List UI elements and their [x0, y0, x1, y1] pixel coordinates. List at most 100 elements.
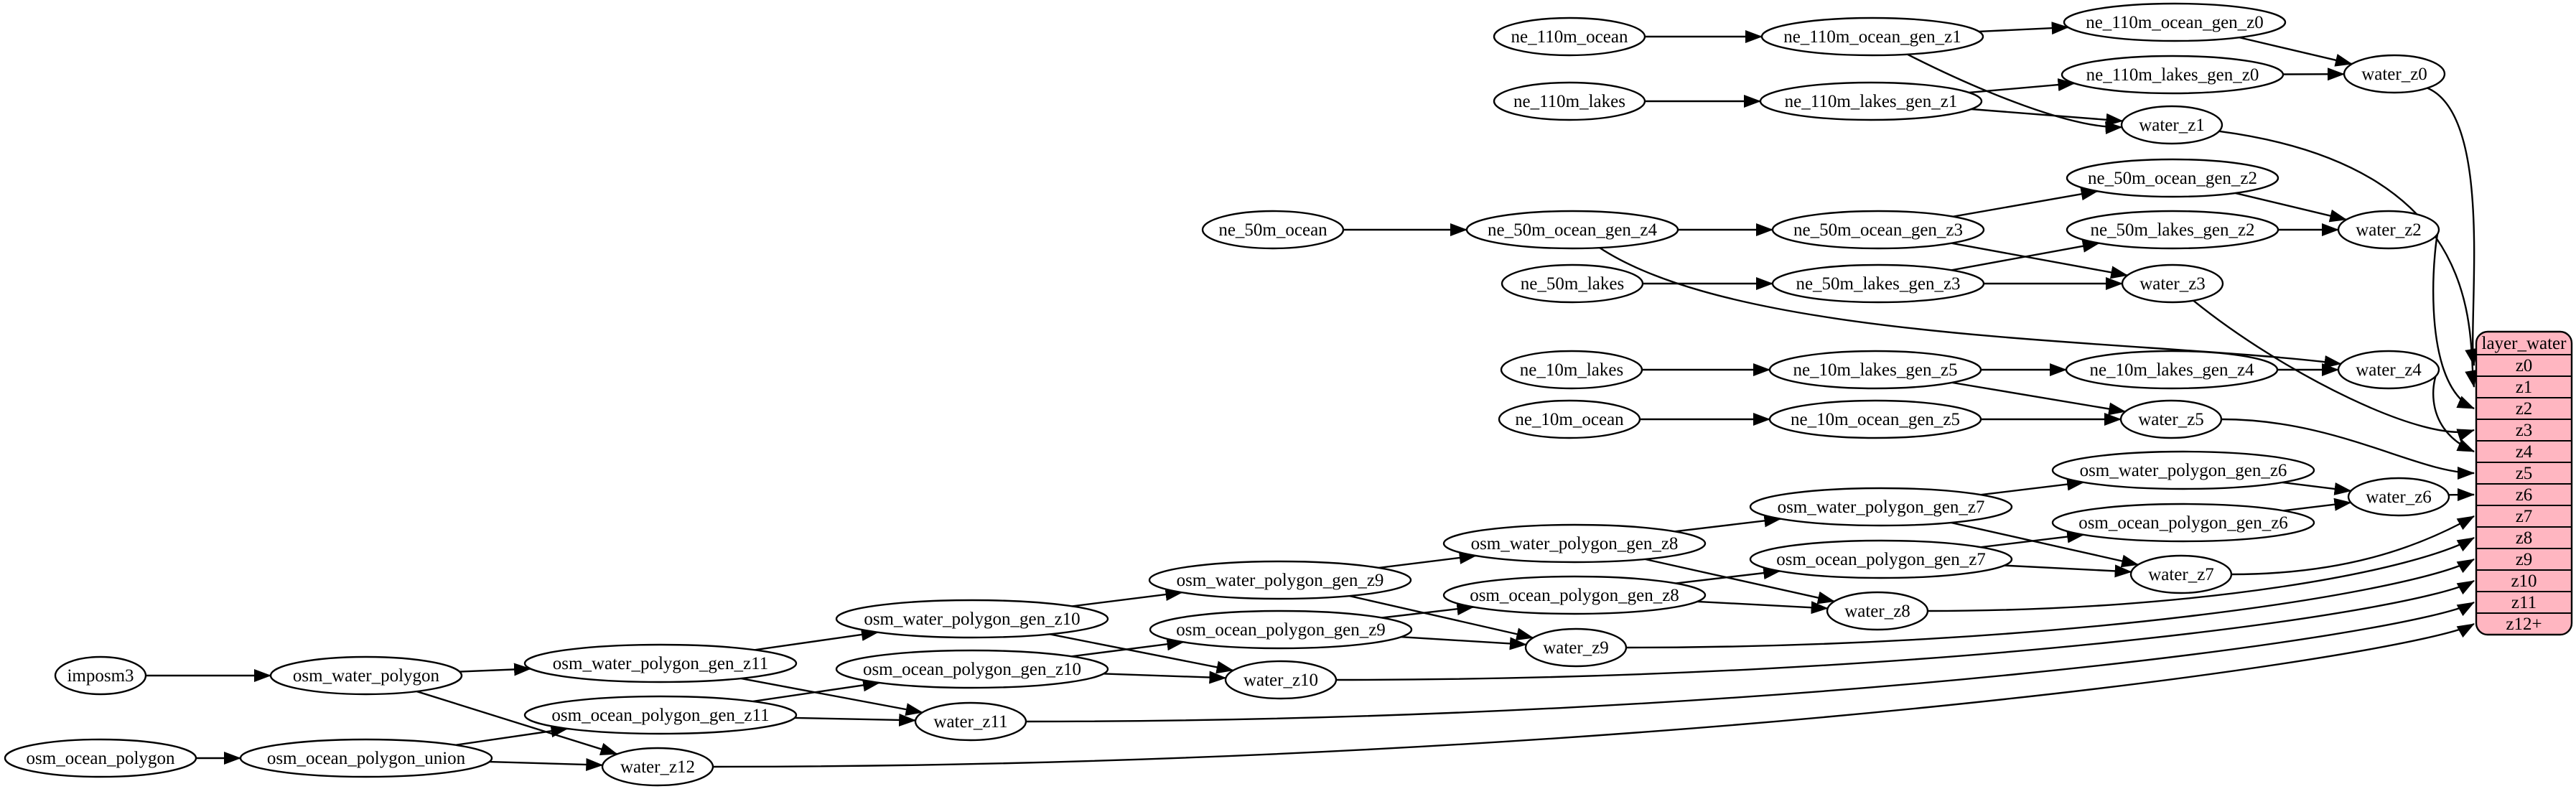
table-row-z0: z0 [2516, 356, 2533, 375]
node-water_z10: water_z10 [1224, 660, 1338, 700]
node-osm_water_polygon_gen_z9: osm_water_polygon_gen_z9 [1148, 560, 1412, 600]
node-label-ne_110m_ocean_gen_z0: ne_110m_ocean_gen_z0 [2086, 13, 2264, 32]
node-ellipse-osm_water_polygon [269, 655, 463, 696]
node-ellipse-water_z11 [914, 701, 1027, 742]
node-ellipse-ne_110m_ocean [1493, 17, 1646, 57]
node-label-ne_50m_lakes: ne_50m_lakes [1521, 274, 1624, 294]
edge-osm_ocean_polygon_gen_z7-to-water_z7 [2004, 564, 2132, 578]
node-label-ne_10m_lakes_gen_z4: ne_10m_lakes_gen_z4 [2089, 360, 2254, 380]
node-ellipse-ne_110m_ocean_gen_z0 [2063, 2, 2287, 42]
node-ellipse-osm_ocean_polygon_gen_z11 [523, 695, 798, 735]
node-osm_ocean_polygon_gen_z7: osm_ocean_polygon_gen_z7 [1749, 539, 2013, 579]
node-ellipse-osm_water_polygon_gen_z11 [523, 643, 798, 683]
node-label-osm_ocean_polygon_gen_z7: osm_ocean_polygon_gen_z7 [1776, 550, 1986, 569]
node-ellipse-ne_10m_lakes_gen_z4 [2065, 350, 2279, 390]
node-water_z12: water_z12 [601, 747, 714, 787]
node-ne_50m_lakes: ne_50m_lakes [1501, 263, 1644, 304]
edge-osm_ocean_polygon_gen_z6-to-water_z6 [2283, 498, 2352, 512]
node-ne_50m_ocean_gen_z2: ne_50m_ocean_gen_z2 [2066, 158, 2279, 198]
node-ellipse-water_z7 [2129, 554, 2233, 594]
node-water_z2: water_z2 [2337, 210, 2440, 250]
node-ne_50m_ocean_gen_z3: ne_50m_ocean_gen_z3 [1771, 210, 1985, 250]
node-ellipse-water_z0 [2343, 54, 2446, 94]
node-ellipse-water_z4 [2337, 350, 2440, 390]
edge-osm_water_polygon_gen_z8-to-osm_water_polygon_gen_z7 [1674, 514, 1782, 533]
edge-ne_10m_lakes_gen_z5-to-water_z5 [1951, 381, 2127, 416]
node-label-water_z7: water_z7 [2148, 565, 2214, 584]
node-ne_50m_ocean: ne_50m_ocean [1201, 210, 1345, 250]
node-water_z6: water_z6 [2347, 477, 2450, 517]
node-label-ne_110m_lakes_gen_z0: ne_110m_lakes_gen_z0 [2086, 65, 2259, 85]
edge-water_z11-to-z11 [1025, 601, 2475, 723]
node-label-osm_ocean_polygon: osm_ocean_polygon [27, 749, 175, 768]
node-label-water_z10: water_z10 [1243, 671, 1318, 690]
node-water_z0: water_z0 [2343, 54, 2446, 94]
edge-osm_water_polygon_gen_z10-to-water_z10 [1049, 633, 1234, 674]
node-water_z8: water_z8 [1826, 591, 1929, 631]
node-label-ne_10m_ocean: ne_10m_ocean [1515, 410, 1624, 429]
node-ellipse-water_z6 [2347, 477, 2450, 517]
node-ellipse-ne_110m_lakes [1493, 81, 1646, 121]
edge-water_z3-to-z3 [2193, 299, 2475, 442]
table-row-z6: z6 [2516, 485, 2533, 505]
node-label-ne_10m_lakes: ne_10m_lakes [1520, 360, 1623, 380]
node-ne_50m_lakes_gen_z2: ne_50m_lakes_gen_z2 [2066, 210, 2279, 250]
node-ellipse-ne_110m_lakes_gen_z0 [2061, 55, 2285, 95]
node-label-osm_ocean_polygon_gen_z9: osm_ocean_polygon_gen_z9 [1176, 620, 1386, 640]
node-osm_ocean_polygon_gen_z10: osm_ocean_polygon_gen_z10 [835, 649, 1109, 689]
edge-osm_ocean_polygon_gen_z8-to-water_z8 [1697, 600, 1829, 615]
node-label-osm_water_polygon: osm_water_polygon [293, 666, 440, 686]
node-ellipse-osm_water_polygon_gen_z6 [2051, 450, 2315, 490]
node-ellipse-ne_10m_ocean_gen_z5 [1768, 399, 1982, 439]
node-ellipse-ne_50m_lakes_gen_z3 [1771, 263, 1985, 304]
edge-osm_ocean_polygon_union-to-water_z12 [489, 758, 604, 772]
node-label-imposm3: imposm3 [67, 666, 134, 686]
node-osm_water_polygon_gen_z6: osm_water_polygon_gen_z6 [2051, 450, 2315, 490]
node-osm_ocean_polygon_gen_z11: osm_ocean_polygon_gen_z11 [523, 695, 798, 735]
node-ne_10m_lakes_gen_z5: ne_10m_lakes_gen_z5 [1768, 350, 1982, 390]
node-ellipse-osm_water_polygon_gen_z7 [1749, 487, 2013, 527]
node-label-ne_110m_lakes: ne_110m_lakes [1513, 92, 1625, 111]
edge-ne_50m_lakes_gen_z3-to-ne_50m_lakes_gen_z2 [1951, 239, 2100, 271]
node-label-ne_50m_ocean_gen_z4: ne_50m_ocean_gen_z4 [1488, 220, 1658, 240]
node-osm_water_polygon_gen_z10: osm_water_polygon_gen_z10 [835, 599, 1109, 639]
table-title: layer_water [2482, 334, 2567, 353]
edge-osm_ocean_polygon_gen_z7-to-osm_ocean_polygon_gen_z6 [1980, 530, 2085, 548]
table-row-z9: z9 [2516, 550, 2533, 569]
node-label-osm_water_polygon_gen_z7: osm_water_polygon_gen_z7 [1778, 498, 1985, 517]
node-water_z1: water_z1 [2120, 105, 2223, 145]
edge-ne_50m_ocean_gen_z4-to-water_z4 [1599, 247, 2342, 368]
node-label-osm_water_polygon_gen_z9: osm_water_polygon_gen_z9 [1177, 571, 1384, 590]
node-ne_10m_lakes_gen_z4: ne_10m_lakes_gen_z4 [2065, 350, 2279, 390]
node-osm_ocean_polygon_gen_z8: osm_ocean_polygon_gen_z8 [1442, 575, 1707, 615]
edge-water_z2-to-z2 [2432, 228, 2475, 410]
node-label-ne_110m_lakes_gen_z1: ne_110m_lakes_gen_z1 [1785, 92, 1958, 111]
node-ne_110m_ocean_gen_z1: ne_110m_ocean_gen_z1 [1760, 17, 1984, 57]
edge-ne_110m_ocean_gen_z1-to-water_z1 [1907, 53, 2123, 135]
node-ellipse-ne_50m_ocean [1201, 210, 1345, 250]
node-ellipse-water_z12 [601, 747, 714, 787]
edge-osm_ocean_polygon_gen_z9-to-water_z9 [1401, 635, 1527, 650]
edge-water_z4-to-z4 [2432, 368, 2475, 453]
node-osm_water_polygon: osm_water_polygon [269, 655, 463, 696]
node-osm_ocean_polygon_gen_z6: osm_ocean_polygon_gen_z6 [2051, 503, 2315, 543]
node-water_z9: water_z9 [1524, 627, 1628, 668]
edge-osm_water_polygon_gen_z10-to-osm_water_polygon_gen_z9 [1072, 588, 1183, 607]
edge-osm_ocean_polygon_union-to-osm_ocean_polygon_gen_z11 [455, 724, 569, 746]
node-ellipse-osm_ocean_polygon_union [239, 738, 493, 778]
node-ellipse-osm_ocean_polygon_gen_z6 [2051, 503, 2315, 543]
node-ellipse-ne_50m_ocean_gen_z4 [1465, 210, 1679, 250]
edge-water_z7-to-z7 [2231, 515, 2475, 576]
node-label-ne_10m_lakes_gen_z5: ne_10m_lakes_gen_z5 [1793, 360, 1957, 380]
node-label-osm_water_polygon_gen_z6: osm_water_polygon_gen_z6 [2080, 461, 2287, 480]
edge-osm_ocean_polygon_gen_z11-to-osm_ocean_polygon_gen_z10 [752, 678, 881, 703]
node-label-ne_50m_ocean_gen_z2: ne_50m_ocean_gen_z2 [2088, 169, 2257, 188]
node-label-osm_ocean_polygon_gen_z11: osm_ocean_polygon_gen_z11 [551, 706, 769, 725]
node-label-osm_water_polygon_gen_z11: osm_water_polygon_gen_z11 [553, 654, 768, 673]
node-ellipse-water_z3 [2121, 263, 2224, 304]
edge-ne_110m_ocean_gen_z0-to-water_z0 [2239, 36, 2353, 67]
node-label-water_z9: water_z9 [1543, 638, 1609, 658]
node-ellipse-water_z1 [2120, 105, 2223, 145]
node-label-water_z12: water_z12 [620, 757, 695, 777]
